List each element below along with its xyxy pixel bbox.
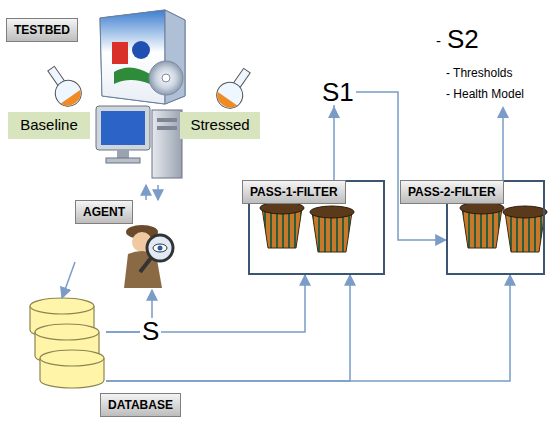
agent-region: AGENT <box>75 200 180 290</box>
condition-box: Baseline <box>8 112 90 139</box>
database-region: DATABASE <box>28 298 106 388</box>
flow-arrow <box>106 275 305 332</box>
signal-label: S <box>140 318 161 344</box>
filter-box: PASS-2-FILTER <box>446 180 545 275</box>
output-item: - Thresholds <box>446 67 512 79</box>
flow-arrow <box>157 185 159 200</box>
flow-arrow <box>106 275 350 381</box>
flow-arrow <box>145 185 147 200</box>
agent-figure <box>124 225 173 288</box>
flow-arrow <box>106 275 510 381</box>
component-label: TESTBED <box>6 18 78 42</box>
component-label: AGENT <box>75 200 133 224</box>
output-item: - Health Model <box>446 88 524 100</box>
filter-icons <box>260 202 547 252</box>
filter-box: PASS-1-FILTER <box>248 180 385 275</box>
output-arrow <box>502 112 504 180</box>
bullet-dash: - <box>436 33 441 48</box>
component-label: PASS-1-FILTER <box>242 180 346 204</box>
database-cylinders <box>30 298 104 388</box>
condition-box: Stressed <box>180 112 260 139</box>
flask-right <box>212 63 258 113</box>
condition-label: Stressed <box>180 112 260 137</box>
testbed-region: Baseline Stressed TESTBED <box>5 5 267 185</box>
flask-left <box>40 61 86 111</box>
component-label: DATABASE <box>100 393 181 417</box>
software-box <box>100 10 185 104</box>
flow-arrow <box>62 262 75 298</box>
signal-label: S1 <box>320 79 356 105</box>
computer <box>96 106 182 178</box>
component-label: PASS-2-FILTER <box>400 180 504 204</box>
condition-label: Baseline <box>8 112 90 137</box>
signal-label: S2 <box>447 26 479 52</box>
flow-arrow <box>334 92 446 240</box>
